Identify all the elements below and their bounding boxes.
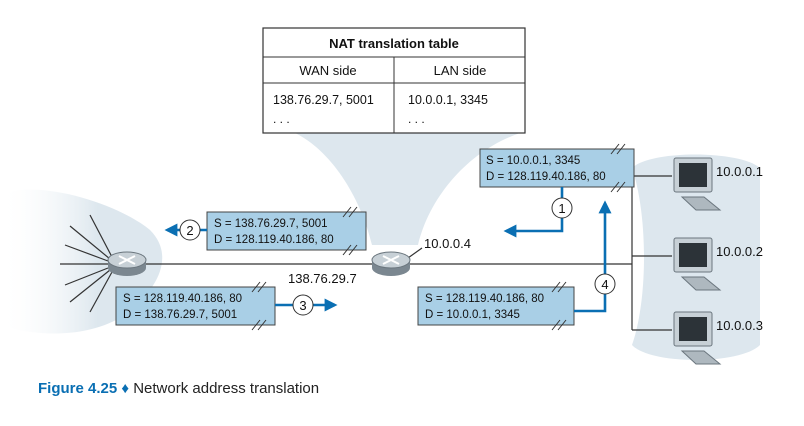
wan-router-icon	[107, 251, 147, 276]
figure-caption: Figure 4.25 ♦ Network address translatio…	[38, 380, 319, 397]
step-1-label: 1	[558, 201, 565, 216]
host-1-address: 10.0.0.1	[716, 164, 763, 179]
nat-table-lan-header: LAN side	[434, 63, 487, 78]
host-3-address: 10.0.0.3	[716, 318, 763, 333]
arrow-step-4	[574, 200, 612, 313]
step-2-marker: 2	[179, 219, 201, 241]
nat-table-lan-entry: 10.0.0.1, 3345	[408, 93, 488, 107]
packet-1-destination: D = 128.119.40.186, 80	[486, 171, 606, 183]
nat-table: NAT translation table WAN side LAN side …	[262, 27, 526, 134]
nat-table-lan-ellipsis: . . .	[408, 112, 425, 126]
nat-table-wan-header: WAN side	[299, 63, 356, 78]
step-3-marker: 3	[292, 294, 314, 316]
caption-separator: ♦	[121, 380, 130, 397]
nat-table-title: NAT translation table	[329, 36, 459, 51]
host-3-computer-icon	[673, 311, 722, 365]
packet-1-source: S = 10.0.0.1, 3345	[486, 155, 580, 167]
packet-4-source: S = 128.119.40.186, 80	[425, 293, 544, 305]
nat-funnel	[295, 133, 520, 245]
packet-3-destination: D = 138.76.29.7, 5001	[123, 309, 237, 321]
figure-title: Network address translation	[133, 380, 320, 397]
packet-3-source: S = 128.119.40.186, 80	[123, 293, 242, 305]
host-2-computer-icon	[673, 237, 722, 291]
step-4-label: 4	[601, 277, 608, 292]
figure-number: Figure 4.25	[38, 380, 118, 397]
network-links	[60, 175, 672, 331]
host-1-computer-icon	[673, 157, 722, 211]
packet-2-destination: D = 128.119.40.186, 80	[214, 234, 334, 246]
packet-1: S = 10.0.0.1, 3345 D = 128.119.40.186, 8…	[479, 143, 635, 193]
packet-3: S = 128.119.40.186, 80 D = 138.76.29.7, …	[115, 281, 276, 331]
packet-2: S = 138.76.29.7, 5001 D = 128.119.40.186…	[206, 206, 367, 256]
router-wan-address: 138.76.29.7	[288, 271, 357, 286]
packet-4: S = 128.119.40.186, 80 D = 10.0.0.1, 334…	[417, 281, 575, 331]
host-2-address: 10.0.0.2	[716, 244, 763, 259]
step-3-label: 3	[299, 298, 306, 313]
packet-2-source: S = 138.76.29.7, 5001	[214, 218, 328, 230]
step-1-marker: 1	[551, 197, 573, 219]
nat-table-wan-entry: 138.76.29.7, 5001	[273, 93, 374, 107]
nat-table-wan-ellipsis: . . .	[273, 112, 290, 126]
step-4-marker: 4	[594, 273, 616, 295]
step-2-label: 2	[186, 223, 193, 238]
nat-router-icon	[371, 251, 411, 276]
packet-4-destination: D = 10.0.0.1, 3345	[425, 309, 520, 321]
router-lan-address: 10.0.0.4	[424, 236, 471, 251]
